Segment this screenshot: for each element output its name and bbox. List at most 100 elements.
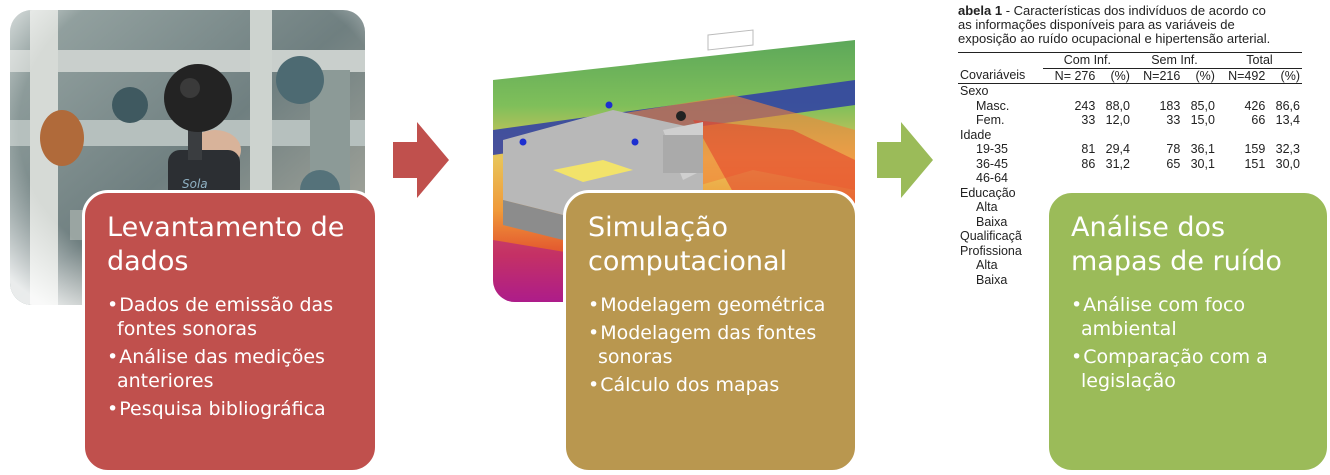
row-label: Idade: [960, 127, 992, 142]
row-label: Sexo: [960, 84, 989, 98]
table-cell: [1043, 84, 1098, 99]
table-cell: [1217, 84, 1267, 99]
step-title: Análise dos mapas de ruído: [1071, 212, 1282, 277]
table-caption: abela 1 - Características dos indivíduos…: [958, 4, 1318, 46]
list-item: Modelagem geométrica: [588, 293, 839, 317]
list-item: Dados de emissão das fontes sonoras: [107, 293, 359, 341]
table-cell: 243: [1074, 98, 1096, 113]
table-cell: [1097, 171, 1132, 186]
step-title: Levantamento de dados: [107, 212, 345, 277]
group-header: Sem Inf.: [1131, 52, 1217, 69]
column-header: N=216: [1131, 68, 1183, 84]
table-cell: 13,4: [1275, 113, 1300, 127]
table-row: Alta: [958, 258, 1302, 273]
table-cell: [1267, 128, 1302, 143]
table-cell: [1132, 84, 1182, 99]
row-label: Qualificaçã: [960, 229, 1022, 243]
arrow-shape: [393, 122, 449, 198]
table-row: Alta: [958, 200, 1302, 215]
list-item: Comparação com a legislação: [1071, 345, 1311, 393]
step-bullet-list: Dados de emissão das fontes sonoras Anál…: [107, 293, 359, 421]
column-header: N=492: [1216, 68, 1268, 84]
table-cell: 32,3: [1275, 142, 1300, 156]
table-cell: 159: [1244, 142, 1266, 156]
table-row: 19-35 81 29,4 78 36,1 159 32,3: [958, 142, 1302, 157]
row-label: Alta: [976, 200, 998, 214]
table-cell: [1182, 128, 1217, 143]
table-cell: 30,0: [1275, 156, 1300, 171]
step-bullet-list: Modelagem geométrica Modelagem das fonte…: [588, 293, 839, 397]
table-cell: [1132, 128, 1182, 143]
table-cell: [1043, 128, 1098, 143]
column-header: N= 276: [1042, 68, 1098, 84]
list-item: Cálculo dos mapas: [588, 373, 839, 397]
table-caption-line2: as informações disponíveis para as variá…: [958, 17, 1235, 32]
table-cell: 86,6: [1275, 98, 1300, 113]
data-table-snippet: abela 1 - Características dos indivíduos…: [958, 0, 1318, 310]
table-cell: 31,2: [1105, 156, 1130, 171]
row-label: Baixa: [976, 272, 1008, 287]
row-label: Baixa: [976, 214, 1008, 229]
list-item: Modelagem das fontes sonoras: [588, 321, 839, 369]
table-cell: 86: [1081, 156, 1096, 171]
list-item: Análise com foco ambiental: [1071, 293, 1311, 341]
table-cell: 78: [1166, 142, 1181, 156]
table-cell: 183: [1159, 98, 1181, 113]
group-header: Com Inf.: [1042, 52, 1132, 69]
column-header: (%): [1267, 68, 1302, 84]
step-bullet-list: Análise com foco ambiental Comparação co…: [1071, 293, 1311, 393]
table-cell: [1097, 84, 1132, 99]
table-cell: 88,0: [1105, 98, 1130, 113]
row-label: Fem.: [976, 113, 1005, 127]
table-cell: [1182, 171, 1217, 186]
row-label: 19-35: [976, 142, 1008, 156]
table-cell: 33: [1081, 113, 1096, 127]
table-row: Baixa: [958, 273, 1302, 288]
step-card-simulacao: Simulação computacional Modelagem geomét…: [563, 190, 858, 473]
table-cell: 66: [1251, 113, 1266, 127]
table-caption-bold: abela 1: [958, 3, 1003, 18]
row-label: 46-64: [976, 171, 1008, 185]
arrow-right-icon: [877, 122, 933, 198]
row-label: Profissiona: [960, 243, 1022, 258]
table-cell: 29,4: [1105, 142, 1130, 156]
table-row: Idade: [958, 128, 1302, 143]
table-cell: [1267, 171, 1302, 186]
table-cell: [1043, 171, 1098, 186]
table-cell: [1217, 171, 1267, 186]
arrow-shape: [877, 122, 933, 198]
table-row: Qualificaçã: [958, 229, 1302, 244]
table-row: Profissiona: [958, 244, 1302, 259]
step-card-levantamento: Levantamento de dados Dados de emissão d…: [82, 190, 378, 473]
table-cell: 12,0: [1105, 113, 1130, 127]
table-cell: [1267, 84, 1302, 99]
table-cell: [1217, 128, 1267, 143]
table-cell: 151: [1244, 156, 1266, 171]
table-cell: 36,1: [1190, 142, 1215, 156]
row-label: 36-45: [976, 156, 1008, 171]
group-header: Total: [1216, 52, 1302, 69]
row-label: Masc.: [976, 98, 1010, 113]
table-caption-rest: - Características dos indivíduos de acor…: [1002, 3, 1266, 18]
list-item: Pesquisa bibliográfica: [107, 397, 359, 421]
column-header: (%): [1182, 68, 1217, 84]
table-cell: 81: [1081, 142, 1096, 156]
step-card-analise: Análise dos mapas de ruído Análise com f…: [1046, 190, 1330, 473]
list-item: Análise das medições anteriores: [107, 345, 359, 393]
table-row: Sexo: [958, 84, 1302, 99]
step-title: Simulação computacional: [588, 212, 788, 277]
table-row: Baixa: [958, 215, 1302, 230]
data-table: Com Inf. Sem Inf. Total Covariáveis N= 2…: [958, 52, 1302, 287]
column-header: (%): [1097, 68, 1132, 84]
table-cell: [1182, 84, 1217, 99]
arrow-right-icon: [393, 122, 449, 198]
row-label: Alta: [976, 258, 998, 272]
table-cell: 85,0: [1190, 98, 1215, 113]
table-caption-line3: exposição ao ruído ocupacional e hiperte…: [958, 31, 1271, 46]
table-cell: [1132, 171, 1182, 186]
table-cell: 33: [1166, 113, 1181, 127]
table-cell: 65: [1166, 156, 1181, 171]
